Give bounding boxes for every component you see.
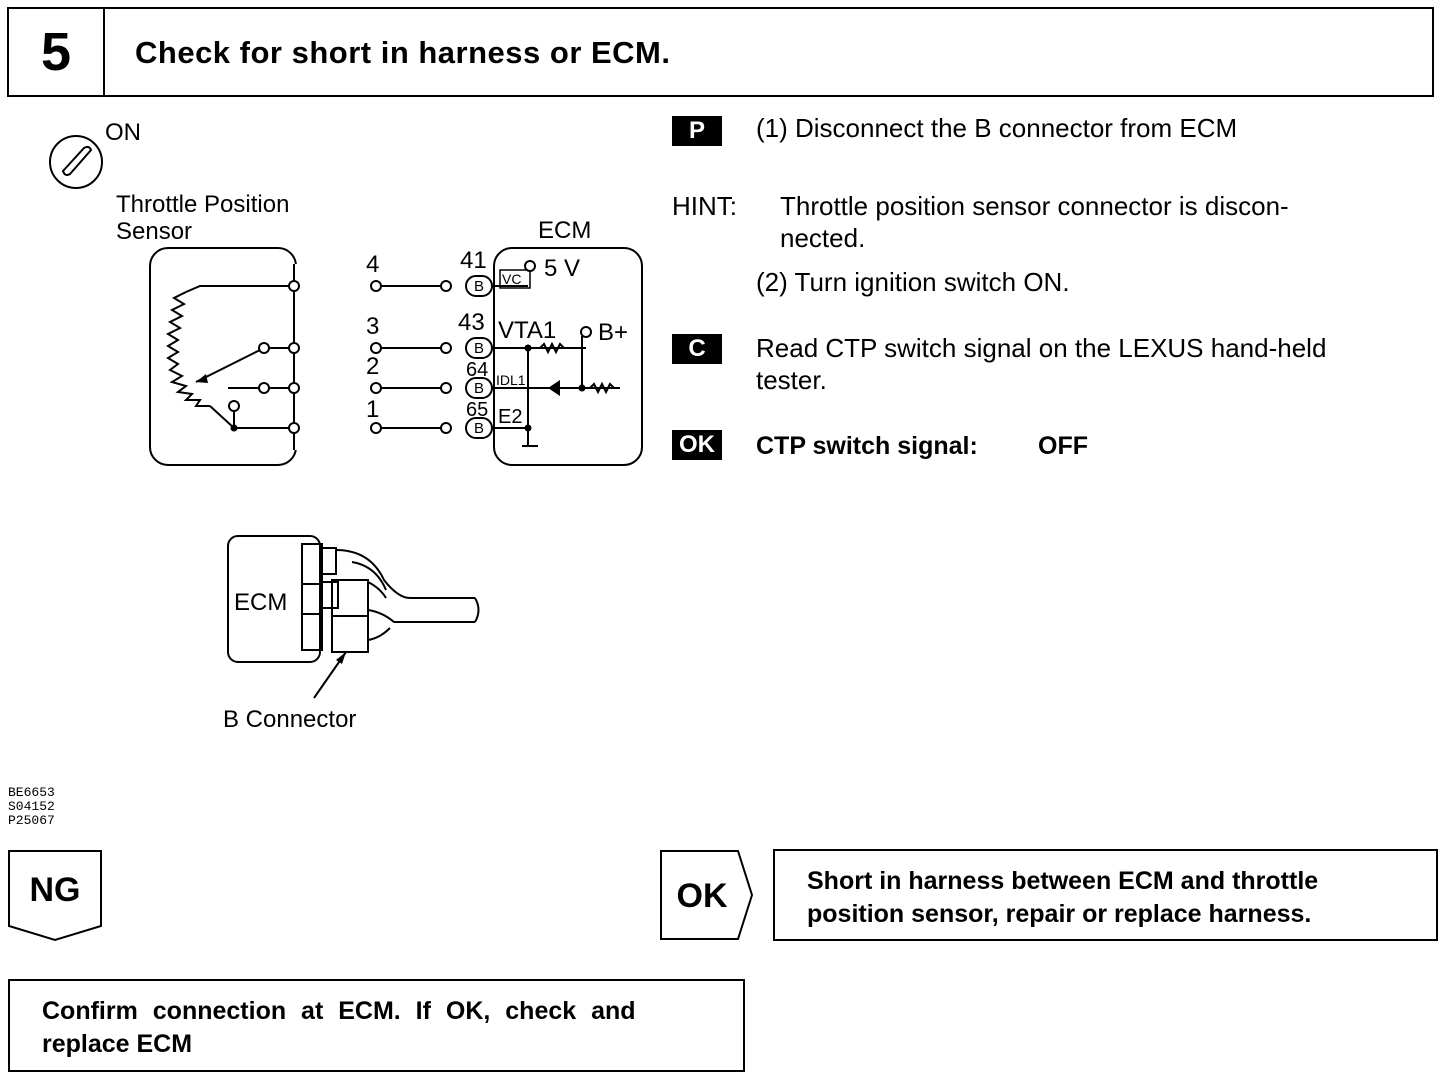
ignition-key-icon [49,135,103,189]
image-code: P25067 [8,813,55,828]
ecm-connector-drawing: ECM [227,535,480,699]
pin-number: 41 [460,247,487,274]
terminal-number: 4 [366,251,379,278]
tps-label: Sensor [116,218,192,245]
p-tag: P [672,116,722,146]
ok-tag: OK [672,430,722,460]
read-text: tester. [756,365,827,395]
ok-label: OK [677,877,728,915]
ng-action-text: Confirm connection at ECM. If OK, check … [42,997,636,1025]
image-codes: BE6653 S04152 P25067 [8,786,55,828]
signal-label: E2 [498,406,522,428]
connector-ecm-label: ECM [234,589,287,616]
ng-arrow-box: NG [8,850,102,942]
ng-action-text: replace ECM [42,1030,193,1058]
step1-text: (1) Disconnect the B connector from ECM [756,113,1238,143]
ok-action-text: position sensor, repair or replace harne… [807,900,1312,928]
connector-letter: B [474,380,484,397]
connector-letter: B [474,340,484,357]
supply-5v-label: 5 V [544,255,580,282]
ok-action-box: Short in harness between ECM and throttl… [773,849,1438,941]
ignition-on-label: ON [105,119,141,146]
connector-letter: B [474,420,484,437]
step2-text: (2) Turn ignition switch ON. [756,267,1070,297]
ok-action-text: Short in harness between ECM and throttl… [807,867,1319,895]
b-connector-label: B Connector [223,706,357,733]
hint-label: HINT: [672,191,737,221]
step-title: Check for short in harness or ECM. [135,35,671,70]
pin-number: 64 [466,359,488,381]
spec-value: OFF [1038,432,1088,460]
wiring-diagram: B B B B Throttle Position Sensor ECM 4 3… [116,191,643,466]
read-text: Read CTP switch signal on the LEXUS hand… [756,333,1327,363]
terminal-number: 3 [366,313,379,340]
pin-number: 43 [458,309,485,336]
hint-text: nected. [780,223,866,253]
signal-label: IDL1 [496,372,526,388]
ok-arrow-box: OK [660,850,754,940]
signal-label: VTA1 [498,317,556,344]
ng-label: NG [30,871,81,909]
ecm-label: ECM [538,217,591,244]
pin-number: 65 [466,399,488,421]
connector-letter: B [474,278,484,295]
ng-action-box: Confirm connection at ECM. If OK, check … [8,979,745,1072]
hint-text: Throttle position sensor connector is di… [780,191,1289,221]
spec-label: CTP switch signal: [756,432,978,460]
signal-label: VC [502,271,521,287]
supply-bplus-label: B+ [598,319,628,346]
image-code: BE6653 [8,785,55,800]
step-header: 5 Check for short in harness or ECM. [7,7,1434,97]
tps-label: Throttle Position [116,191,289,218]
c-tag: C [672,334,722,364]
terminal-number: 2 [366,353,379,380]
step-number: 5 [9,9,105,95]
terminal-number: 1 [366,396,379,423]
image-code: S04152 [8,799,55,814]
